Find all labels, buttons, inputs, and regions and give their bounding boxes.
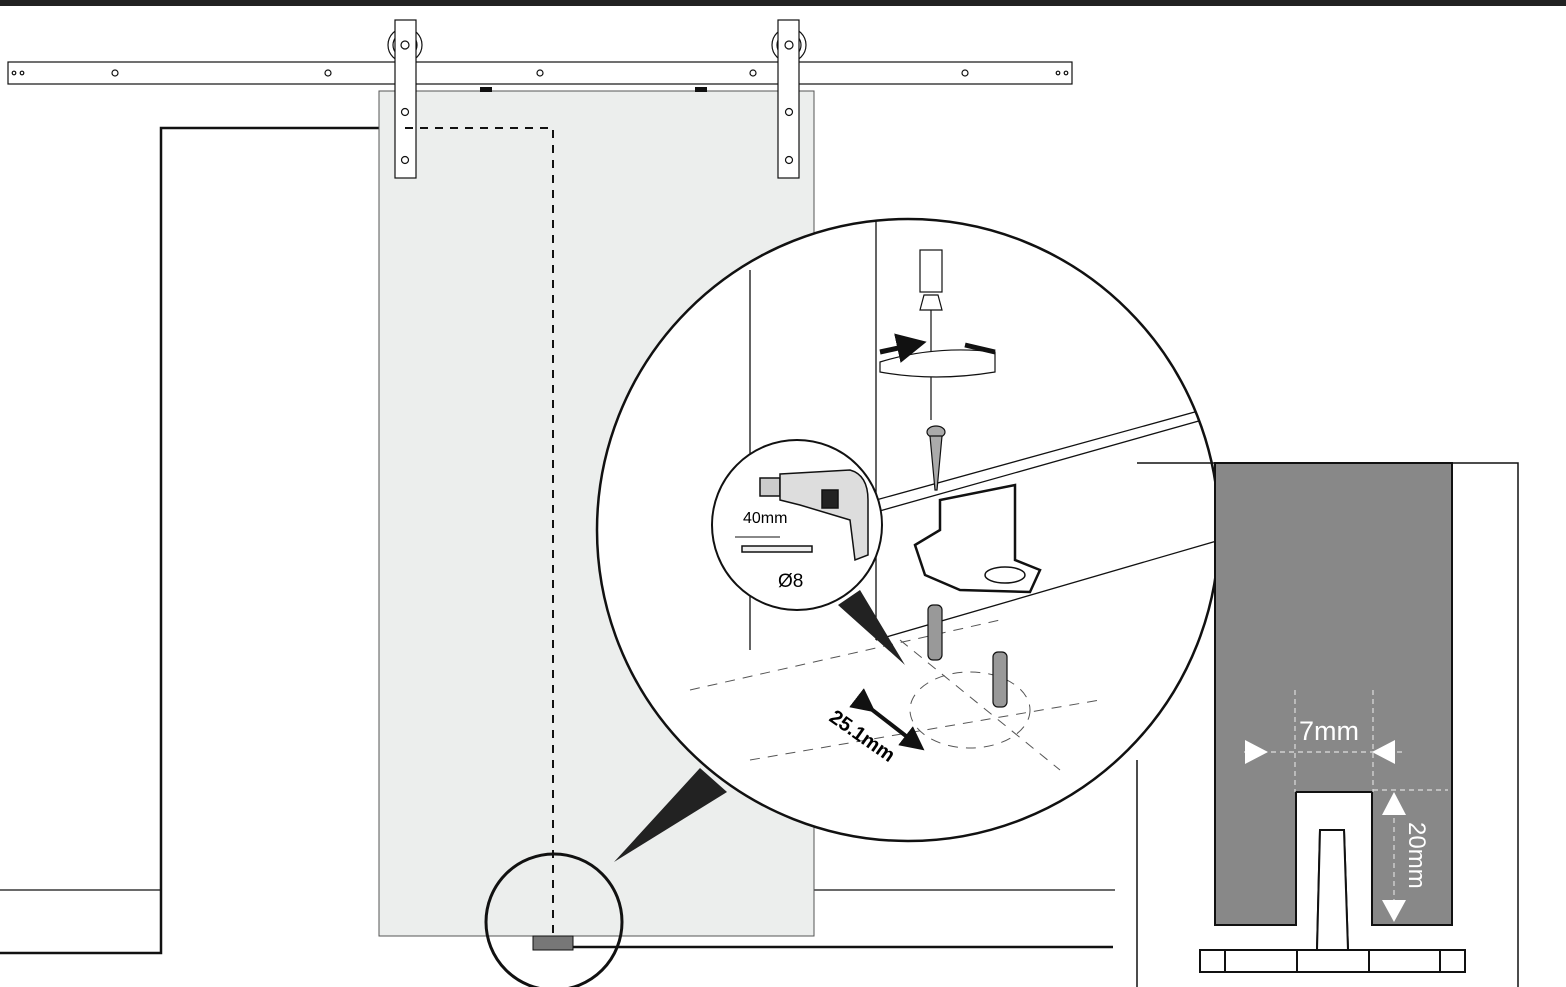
callout-pointer	[614, 768, 727, 862]
hanger-right	[771, 19, 807, 179]
door-stop	[480, 87, 492, 92]
detail-circle-small	[484, 852, 624, 987]
wall-outline	[0, 126, 1115, 955]
offset-arrow	[849, 688, 925, 751]
floor-guide-bracket	[913, 483, 1042, 594]
guide-section-detail: 7mm 20mm	[1136, 462, 1519, 987]
track-rail	[7, 61, 1073, 85]
screwdriver	[879, 249, 996, 420]
drill-diameter-label: Ø8	[778, 571, 803, 592]
drill-callout-pointer	[838, 590, 905, 665]
drill-depth-label: 40mm	[743, 510, 787, 527]
hanger-left	[387, 19, 423, 179]
slot-width-label: 7mm	[1299, 716, 1359, 746]
door-stop	[695, 87, 707, 92]
top-border	[0, 0, 1566, 6]
slot-depth-label: 20mm	[1403, 822, 1430, 889]
floor-guide	[532, 935, 574, 951]
dashed-guide-line	[405, 127, 554, 935]
wall-plug	[927, 604, 1008, 708]
drill-icon	[735, 469, 869, 562]
